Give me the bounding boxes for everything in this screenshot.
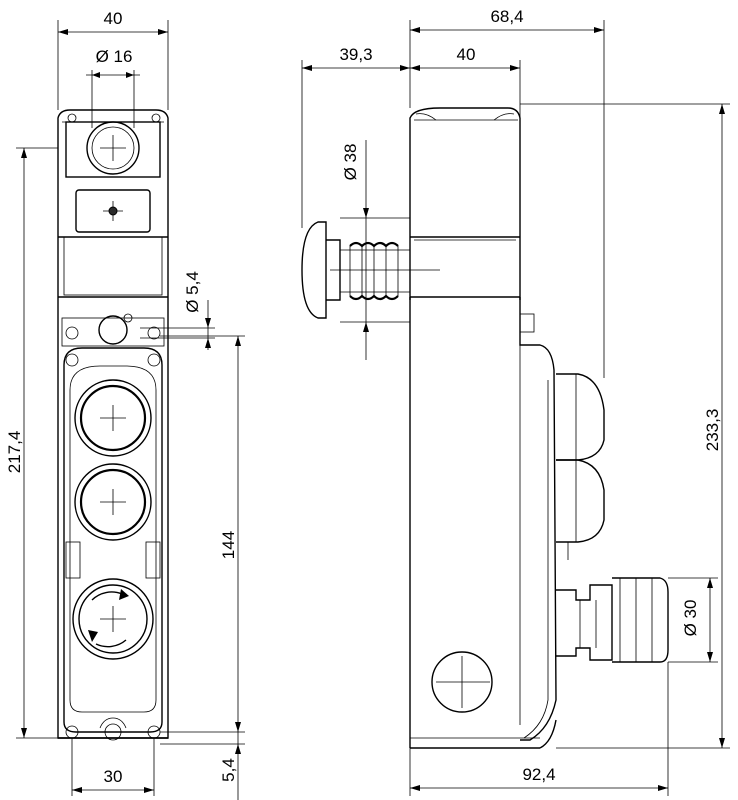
dim-front-width: 40 xyxy=(104,9,123,28)
dim-estop-diameter: Ø 30 xyxy=(681,600,700,637)
dim-side-height: 233,3 xyxy=(703,409,722,452)
side-dimensions: 68,4 39,3 40 Ø 38 233,3 Ø 30 xyxy=(301,7,730,796)
dim-bottom-width: 30 xyxy=(104,767,123,786)
dim-side-depth-top: 68,4 xyxy=(490,7,523,26)
dim-hole-spacing: 144 xyxy=(219,531,238,559)
dim-side-projection: 39,3 xyxy=(339,45,372,64)
side-buttons xyxy=(556,373,605,560)
side-estop xyxy=(556,577,669,663)
dim-mushroom-diameter: Ø 38 xyxy=(341,144,360,181)
dim-side-body-width: 40 xyxy=(457,45,476,64)
front-dimensions: 40 Ø 16 217,4 Ø 5,4 144 30 xyxy=(5,9,245,800)
dim-side-depth-bottom: 92,4 xyxy=(522,765,555,784)
dim-hole-diameter: Ø 5,4 xyxy=(183,271,202,313)
dim-button-diameter: Ø 16 xyxy=(96,47,133,66)
dim-total-height: 217,4 xyxy=(5,431,24,474)
mushroom-spring xyxy=(349,241,399,301)
dim-bottom-offset: 5,4 xyxy=(219,758,238,782)
front-view xyxy=(57,109,169,741)
side-view xyxy=(301,107,669,749)
